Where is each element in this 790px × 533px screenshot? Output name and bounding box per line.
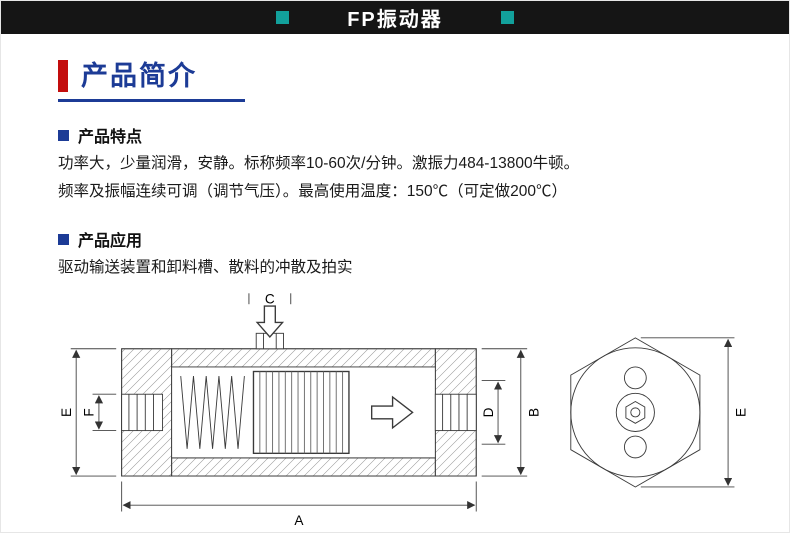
red-accent-bar: [58, 60, 68, 93]
applications-section-header: 产品应用: [58, 227, 749, 251]
features-section-header: 产品特点: [58, 123, 749, 147]
header-accent-left-square: [276, 11, 290, 24]
end-view-dimension: [640, 337, 735, 488]
intro-heading-block: 产品简介: [58, 60, 245, 103]
dim-label-e-right: E: [734, 408, 749, 417]
dim-label-a: A: [294, 513, 304, 528]
square-bullet-icon: [58, 233, 69, 245]
flow-right-arrow-icon: [370, 395, 414, 430]
features-text-line2: 频率及振幅连续可调（调节气压）。最高使用温度：150℃（可定做200℃）: [58, 183, 567, 201]
dim-label-e-left: E: [59, 408, 74, 417]
left-threaded-port: [121, 393, 164, 432]
right-threaded-port: [434, 393, 477, 432]
dim-label-d: D: [481, 407, 496, 417]
page-title: FP振动器: [347, 9, 443, 31]
content-area: 产品简介 产品特点 功率大，少量润滑，安静。标称频率10-60次/分钟。激振力4…: [1, 34, 789, 532]
air-inlet-down-arrow-icon: [255, 305, 285, 339]
dim-label-c: C: [265, 291, 275, 306]
intro-title: 产品简介: [81, 61, 197, 91]
center-boss: [615, 392, 655, 433]
applications-title: 产品应用: [78, 233, 143, 251]
technical-drawing-wrap: C A E F D B E: [58, 287, 749, 532]
square-bullet-icon: [58, 129, 69, 141]
spring: [180, 376, 245, 449]
features-text-line1: 功率大，少量润滑，安静。标称频率10-60次/分钟。激振力484-13800牛顿…: [58, 155, 580, 173]
header-bar: FP振动器: [1, 1, 789, 34]
dim-label-f: F: [82, 408, 97, 416]
header-accent-right-square: [500, 11, 514, 24]
piston: [252, 370, 350, 455]
hex-socket: [625, 401, 646, 424]
top-hole: [623, 366, 647, 390]
technical-drawing: C A E F D B E: [59, 291, 749, 528]
applications-text: 驱动输送装置和卸料槽、散料的冲散及拍实: [58, 259, 353, 277]
bottom-hole: [623, 435, 647, 459]
vibrator-end-view: [570, 337, 701, 488]
dimension-lines: [70, 348, 528, 512]
dim-label-b: B: [526, 408, 541, 417]
hex-body: [570, 337, 701, 488]
vibrator-side-view: [121, 293, 477, 477]
features-title: 产品特点: [78, 129, 143, 147]
